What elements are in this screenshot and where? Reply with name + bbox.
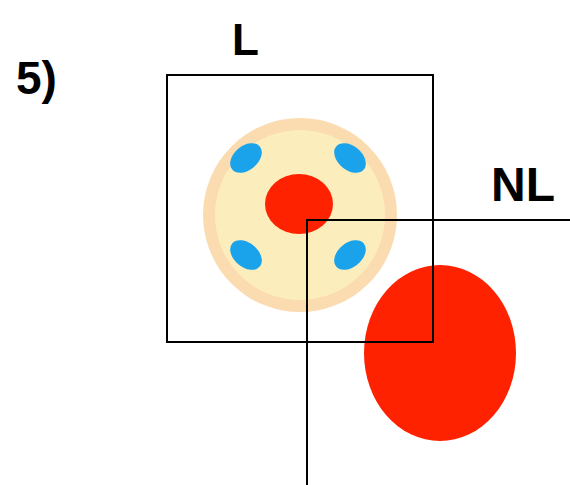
organelle	[224, 137, 267, 179]
figure-number: 5)	[16, 55, 57, 101]
large-red-cell	[364, 265, 516, 441]
region-label: L	[232, 18, 259, 62]
region-box: L	[166, 74, 434, 343]
region-label: NL	[491, 161, 555, 209]
organelle	[224, 234, 267, 276]
organelle	[328, 234, 371, 276]
organelle	[328, 137, 371, 179]
cell-membrane	[203, 118, 397, 312]
cytoplasm	[215, 130, 385, 300]
region-box: NL	[306, 219, 570, 485]
nucleus	[265, 174, 333, 234]
